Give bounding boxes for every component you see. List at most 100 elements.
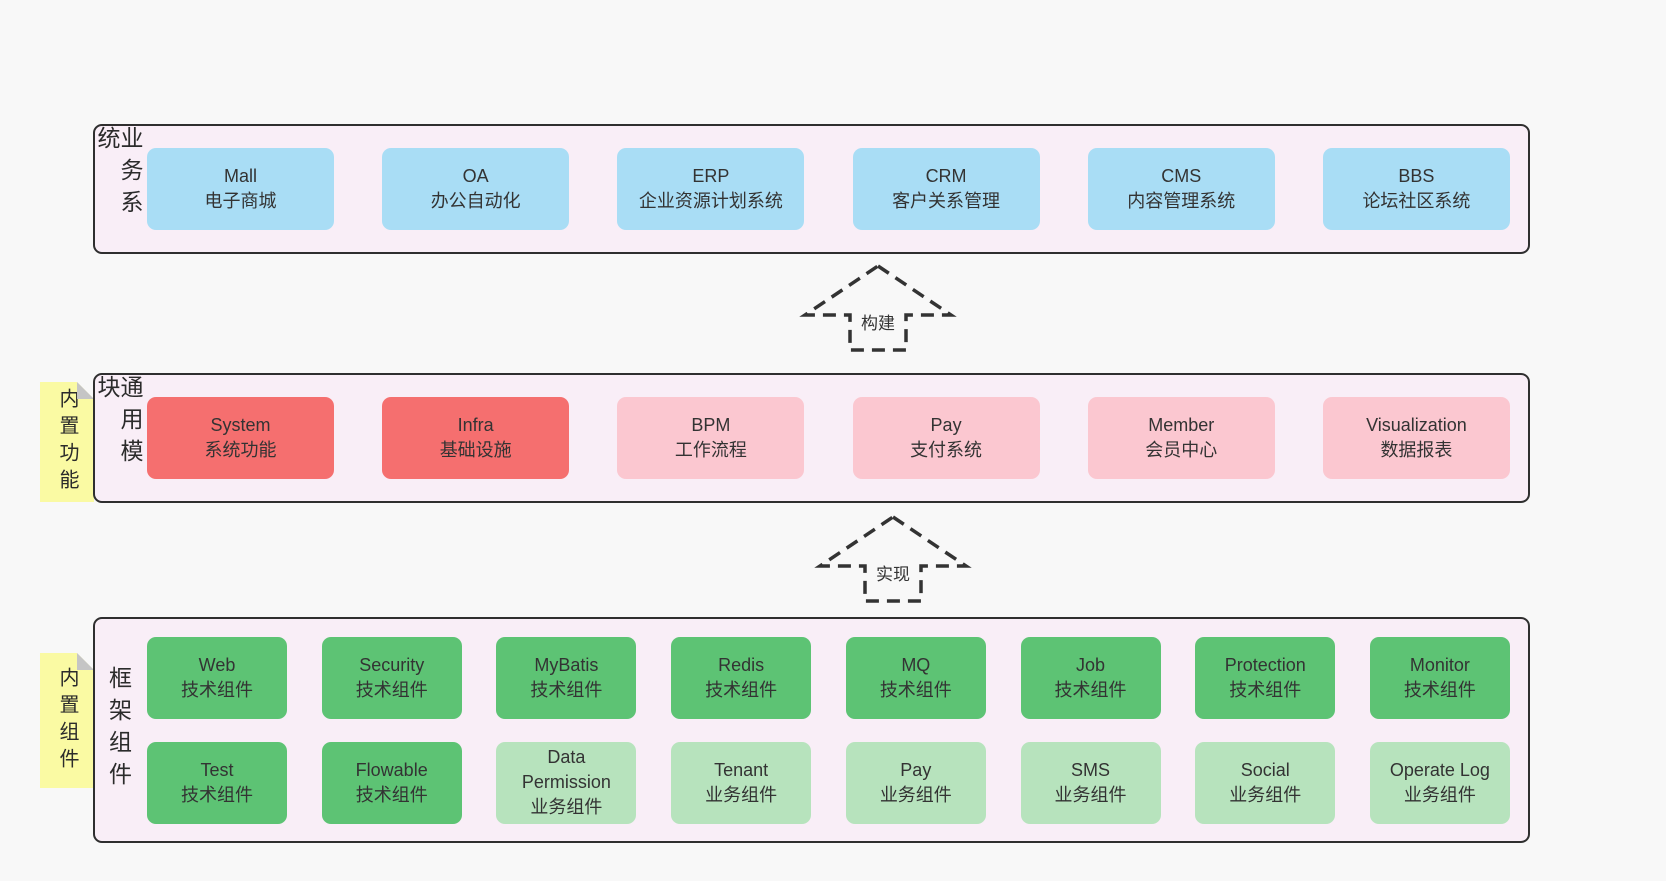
box-tenant: Tenant 业务组件: [671, 741, 812, 824]
section-label-column: 框架组件: [95, 619, 141, 841]
box-subtitle: 企业资源计划系统: [638, 191, 783, 211]
box-title: Social: [1240, 759, 1290, 780]
box-mall: Mall 电子商城: [147, 148, 334, 230]
box-subtitle: 业务组件: [1229, 784, 1302, 805]
box-data-permission: Data Permission 业务组件: [496, 741, 637, 824]
box-erp: ERP 企业资源计划系统: [617, 148, 805, 230]
box-subtitle: 技术组件: [181, 679, 253, 700]
box-subtitle: 会员中心: [1145, 440, 1218, 460]
box-subtitle: 业务组件: [879, 784, 952, 805]
section-common-modules: 通用模块 System 系统功能 Infra 基础设施 BPM 工作流程 Pay 支付系统 Me…: [93, 373, 1530, 503]
section-common-modules-boxes: System 系统功能 Infra 基础设施 BPM 工作流程 Pay 支付系统 Member 会…: [141, 375, 1528, 501]
box-bpm: BPM 工作流程: [617, 397, 805, 479]
box-title: Pay: [930, 415, 962, 435]
box-subtitle: 基础设施: [439, 440, 512, 460]
section-business-systems-boxes: Mall 电子商城 OA 办公自动化 ERP 企业资源计划系统 CRM 客户关系管理 CMS 内容…: [141, 126, 1528, 252]
section-business-systems: 业务系统 Mall 电子商城 OA 办公自动化 ERP 企业资源计划系统 CRM 客户关系管理…: [93, 124, 1530, 254]
box-test: Test 技术组件: [147, 741, 287, 824]
box-flowable: Flowable 技术组件: [321, 741, 462, 824]
box-monitor: Monitor 技术组件: [1369, 636, 1510, 719]
build-arrow: 构建: [798, 262, 958, 354]
box-mybatis: MyBatis 技术组件: [496, 636, 637, 719]
box-subtitle: 业务组件: [705, 784, 778, 805]
box-title: CRM: [925, 166, 967, 186]
box-title: Web: [198, 654, 236, 675]
box-title: Security: [359, 654, 425, 675]
note-built-in-components: 内置组件: [40, 653, 94, 788]
box-title: Redis: [718, 654, 765, 675]
box-subtitle: 技术组件: [355, 784, 428, 805]
box-title: CMS: [1161, 166, 1202, 186]
box-title: Job: [1076, 654, 1106, 675]
box-title: System: [210, 415, 271, 435]
box-subtitle: 业务组件: [1403, 784, 1476, 805]
box-subtitle: 技术组件: [1403, 679, 1476, 700]
box-title: BPM: [691, 415, 731, 435]
box-sms: SMS 业务组件: [1020, 741, 1161, 824]
box-title: OA: [462, 166, 489, 186]
box-subtitle: 技术组件: [530, 679, 603, 700]
section-label-column: 业务系统: [94, 126, 143, 252]
section-label-column: 通用模块: [94, 375, 143, 501]
section-framework-components-label: 框架组件: [105, 666, 132, 794]
box-system: System 系统功能: [147, 397, 334, 479]
box-cms: CMS 内容管理系统: [1087, 148, 1275, 230]
box-title: Data Permission: [521, 747, 611, 792]
box-subtitle: 技术组件: [705, 679, 778, 700]
box-title: SMS: [1071, 759, 1111, 780]
box-title: BBS: [1398, 166, 1435, 186]
box-title: Mall: [223, 166, 257, 186]
box-subtitle: 工作流程: [674, 440, 747, 460]
implement-arrow: 实现: [813, 513, 973, 605]
box-subtitle: 客户关系管理: [892, 191, 1001, 211]
box-web: Web 技术组件: [147, 636, 287, 719]
box-title: Flowable: [355, 759, 428, 780]
box-subtitle: 电子商城: [204, 191, 277, 211]
box-title: ERP: [692, 166, 730, 186]
box-subtitle: 业务组件: [530, 797, 603, 817]
box-title: Infra: [457, 415, 494, 435]
box-subtitle: 技术组件: [879, 679, 952, 700]
box-subtitle: 技术组件: [1229, 679, 1302, 700]
note-built-in-features-label: 内置功能: [56, 388, 78, 496]
box-title: MQ: [901, 654, 931, 675]
box-operate-log: Operate Log 业务组件: [1369, 741, 1510, 824]
box-subtitle: 支付系统: [910, 440, 983, 460]
box-protection: Protection 技术组件: [1195, 636, 1336, 719]
box-social: Social 业务组件: [1195, 741, 1336, 824]
box-subtitle: 内容管理系统: [1127, 191, 1236, 211]
up-arrow-icon: [799, 263, 957, 352]
note-built-in-features: 内置功能: [40, 382, 94, 502]
box-title: Tenant: [714, 759, 769, 780]
box-title: Member: [1148, 415, 1215, 435]
box-crm: CRM 客户关系管理: [852, 148, 1040, 230]
box-title: MyBatis: [534, 654, 599, 675]
box-subtitle: 系统功能: [204, 440, 277, 460]
build-arrow-label: 构建: [858, 309, 898, 334]
box-subtitle: 论坛社区系统: [1362, 191, 1471, 211]
box-job: Job 技术组件: [1020, 636, 1161, 719]
note-built-in-components-label: 内置组件: [56, 666, 78, 775]
box-subtitle: 技术组件: [1054, 679, 1127, 700]
box-title: Protection: [1224, 654, 1306, 675]
box-member: Member 会员中心: [1087, 397, 1275, 479]
module-row: Mall 电子商城 OA 办公自动化 ERP 企业资源计划系统 CRM 客户关系管理 CMS 内容…: [147, 148, 1510, 230]
box-subtitle: 办公自动化: [430, 191, 521, 211]
module-row: System 系统功能 Infra 基础设施 BPM 工作流程 Pay 支付系统 Member 会…: [147, 397, 1510, 479]
implement-arrow-label: 实现: [873, 560, 913, 585]
box-title: Operate Log: [1389, 759, 1490, 780]
box-subtitle: 业务组件: [1054, 784, 1127, 805]
box-bbs: BBS 论坛社区系统: [1322, 148, 1510, 230]
box-subtitle: 技术组件: [181, 784, 253, 805]
box-mq: MQ 技术组件: [845, 636, 986, 719]
box-redis: Redis 技术组件: [671, 636, 812, 719]
box-title: Monitor: [1409, 654, 1470, 675]
box-title: Test: [200, 759, 234, 780]
